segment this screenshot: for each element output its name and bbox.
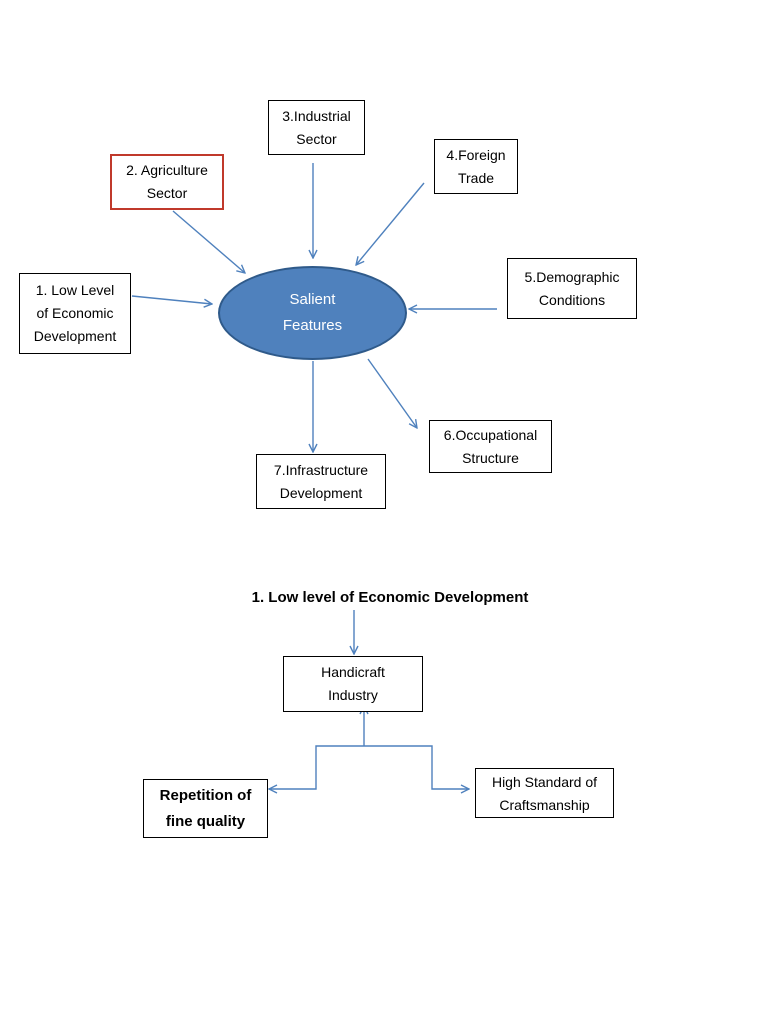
connector-branch-to-repetition — [269, 745, 364, 789]
node-repetition-fine-quality: Repetition of fine quality — [143, 779, 268, 838]
node-foreign-trade: 4.Foreign Trade — [434, 139, 518, 194]
center-salient-features: Salient Features — [218, 266, 407, 360]
node-high-standard-craftsmanship: High Standard of Craftsmanship — [475, 768, 614, 818]
arrow-agriculture-to-center — [172, 210, 245, 273]
node-low-level-economic-development: 1. Low Level of Economic Development — [19, 273, 131, 354]
node-demographic-conditions: 5.Demographic Conditions — [507, 258, 637, 319]
node-industrial-sector: 3.Industrial Sector — [268, 100, 365, 155]
node-agriculture-sector: 2. Agriculture Sector — [110, 154, 224, 210]
arrow-low-level-to-center — [131, 295, 212, 304]
node-infrastructure-development: 7.Infrastructure Development — [256, 454, 386, 509]
node-occupational-structure: 6.Occupational Structure — [429, 420, 552, 473]
arrow-foreign-trade-to-center — [356, 182, 425, 265]
connector-branch-to-high-standard — [364, 745, 469, 789]
section-heading: 1. Low level of Economic Development — [251, 589, 529, 606]
arrow-center-to-occupational — [367, 358, 417, 428]
node-handicraft-industry: Handicraft Industry — [283, 656, 423, 712]
